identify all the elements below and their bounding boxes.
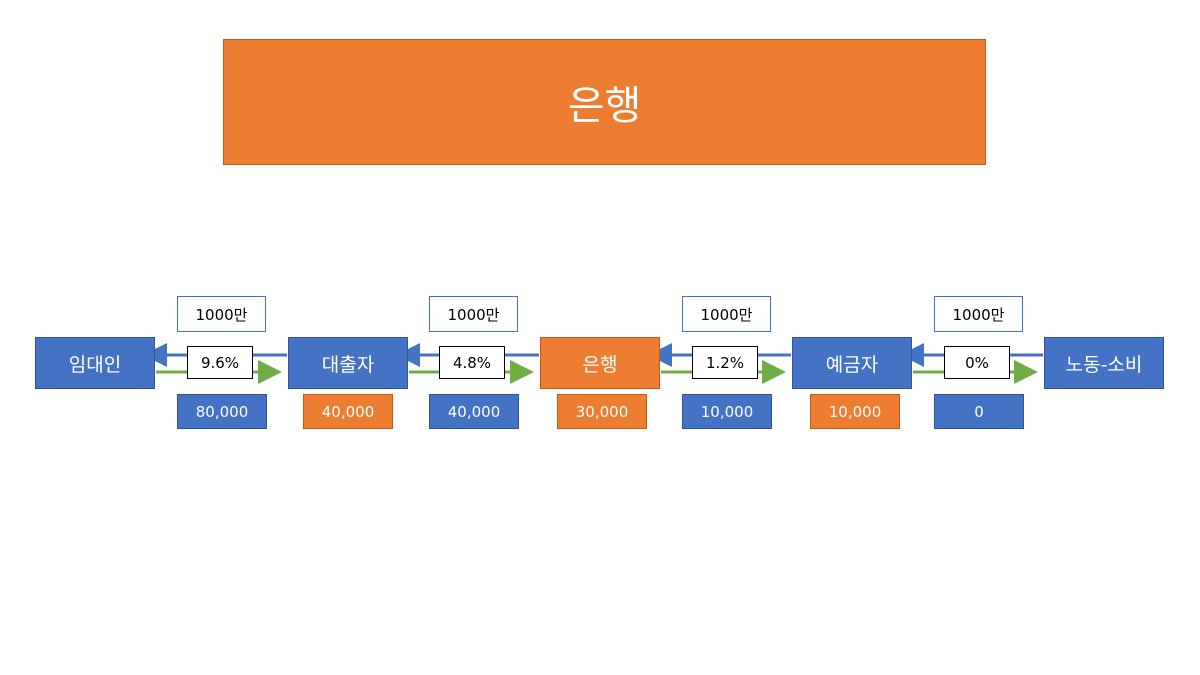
link-rate-2: 4.8% <box>439 346 505 379</box>
node-borrower: 대출자 <box>288 337 408 389</box>
value-box-1: 80,000 <box>177 394 267 429</box>
link-rate-4: 0% <box>944 346 1010 379</box>
node-labor-consumption: 노동-소비 <box>1044 337 1164 389</box>
node-depositor: 예금자 <box>792 337 912 389</box>
link-rate-3: 1.2% <box>692 346 758 379</box>
link-amount-2: 1000만 <box>429 296 518 332</box>
value-box-6: 10,000 <box>810 394 900 429</box>
node-bank: 은행 <box>540 337 660 389</box>
value-box-7: 0 <box>934 394 1024 429</box>
link-rate-1: 9.6% <box>187 346 253 379</box>
title-banner: 은행 <box>223 39 986 165</box>
node-lessor: 임대인 <box>35 337 155 389</box>
value-box-5: 10,000 <box>682 394 772 429</box>
value-box-4: 30,000 <box>557 394 647 429</box>
link-amount-4: 1000만 <box>934 296 1023 332</box>
link-amount-3: 1000만 <box>682 296 771 332</box>
value-box-3: 40,000 <box>429 394 519 429</box>
link-amount-1: 1000만 <box>177 296 266 332</box>
value-box-2: 40,000 <box>303 394 393 429</box>
